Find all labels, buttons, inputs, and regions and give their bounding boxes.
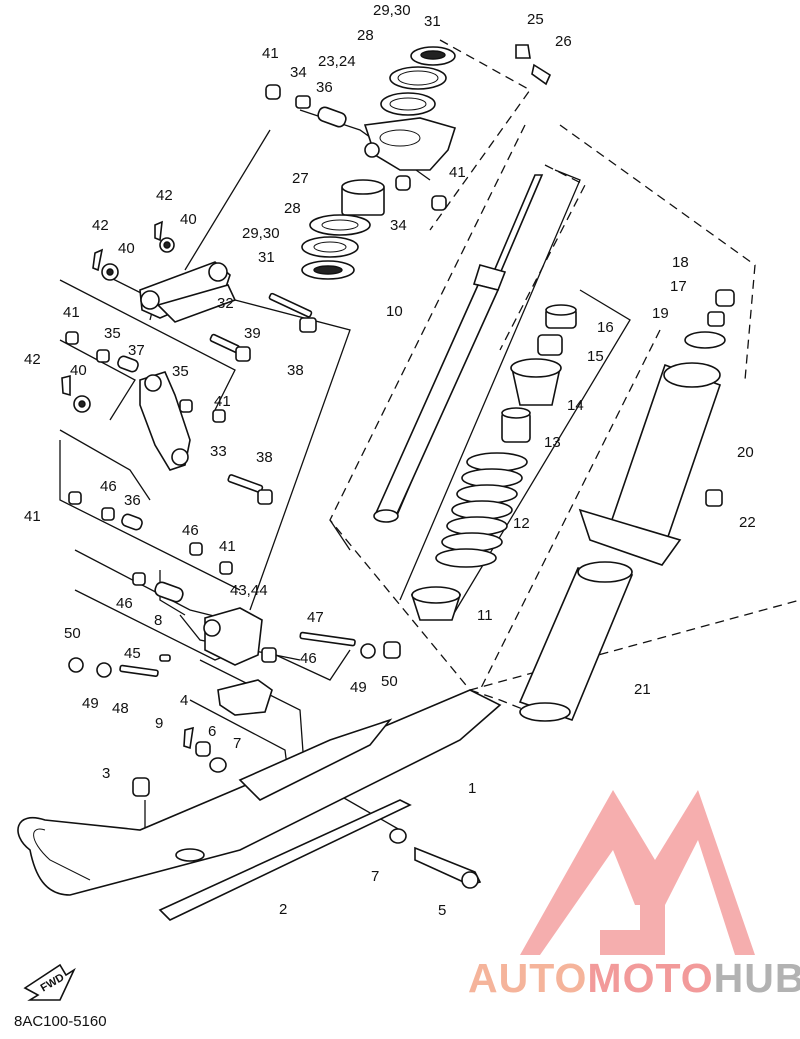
callout-label: 13: [544, 434, 561, 451]
callout-label: 1: [468, 780, 476, 797]
callout-label: 40: [70, 362, 87, 379]
shock-covers: [518, 289, 735, 722]
callout-label: 37: [128, 342, 145, 359]
callout-label: 16: [597, 319, 614, 336]
watermark-hub: HUB: [713, 955, 800, 1001]
shock-absorber: [373, 174, 577, 523]
callout-label: 2: [279, 901, 287, 918]
callout-label: 6: [208, 723, 216, 740]
callout-label: 41: [214, 393, 231, 410]
callout-label: 26: [555, 33, 572, 50]
callout-label: 42: [156, 187, 173, 204]
callout-label: 7: [371, 868, 379, 885]
callout-label: 39: [244, 325, 261, 342]
callout-label: 15: [587, 348, 604, 365]
callout-label: 5: [438, 902, 446, 919]
ski: [17, 689, 502, 921]
callout-label: 11: [477, 607, 493, 624]
callout-label: 22: [739, 514, 756, 531]
callout-label: 34: [290, 64, 307, 81]
catalog-number: 8AC100-5160: [14, 1013, 107, 1030]
callout-label: 40: [180, 211, 197, 228]
callout-label: 46: [116, 595, 133, 612]
watermark-auto: AUTO: [468, 955, 588, 1001]
callout-label: 46: [100, 478, 117, 495]
linkage-arms: [61, 220, 317, 603]
watermark-moto: MOTO: [587, 955, 714, 1001]
group-outlines: [329, 39, 800, 711]
callout-label: 12: [513, 515, 530, 532]
callout-label: 8: [154, 612, 162, 629]
callout-label: 29,30: [242, 225, 280, 242]
automotohub-logo-icon: [520, 790, 755, 955]
callout-label: 31: [424, 13, 441, 30]
callout-labels: 29,30 31 25 26 28 41 34 36 23,24 41 27 3…: [24, 2, 756, 919]
callout-label: 34: [390, 217, 407, 234]
callout-label: 50: [381, 673, 398, 690]
callout-label: 31: [258, 249, 275, 266]
automotohub-watermark: AUTOMOTOHUB: [468, 955, 800, 1002]
callout-label: 36: [316, 79, 333, 96]
callout-label: 49: [82, 695, 99, 712]
callout-label: 38: [287, 362, 304, 379]
callout-label: 28: [284, 200, 301, 217]
callout-label: 19: [652, 305, 669, 322]
callout-label: 32: [217, 295, 234, 312]
upper-mount-parts: [265, 44, 552, 280]
callout-label: 20: [737, 444, 754, 461]
callout-label: 10: [386, 303, 403, 320]
callout-label: 3: [102, 765, 110, 782]
callout-label: 42: [24, 351, 41, 368]
callout-label: 46: [182, 522, 199, 539]
callout-label: 35: [104, 325, 121, 342]
callout-label: 36: [124, 492, 141, 509]
callout-label: 27: [292, 170, 309, 187]
callout-label: 18: [672, 254, 689, 271]
callout-label: 23,24: [318, 53, 356, 70]
callout-label: 41: [449, 164, 466, 181]
callout-label: 33: [210, 443, 227, 460]
callout-label: 42: [92, 217, 109, 234]
callout-label: 21: [634, 681, 651, 698]
callout-label: 9: [155, 715, 163, 732]
callout-label: 35: [172, 363, 189, 380]
callout-label: 40: [118, 240, 135, 257]
callout-label: 4: [180, 692, 188, 709]
callout-label: 48: [112, 700, 129, 717]
callout-label: 25: [527, 11, 544, 28]
callout-label: 41: [63, 304, 80, 321]
callout-label: 28: [357, 27, 374, 44]
callout-label: 46: [300, 650, 317, 667]
coil-spring: [410, 452, 528, 621]
callout-label: 43,44: [230, 582, 268, 599]
callout-label: 7: [233, 735, 241, 752]
callout-label: 41: [219, 538, 236, 555]
fwd-arrow-icon: FWD: [23, 963, 76, 1001]
callout-label: 41: [24, 508, 41, 525]
callout-label: 17: [670, 278, 687, 295]
callout-label: 47: [307, 609, 324, 626]
callout-label: 50: [64, 625, 81, 642]
pivot-bracket: [68, 607, 407, 844]
callout-label: 49: [350, 679, 367, 696]
callout-label: 45: [124, 645, 141, 662]
callout-label: 41: [262, 45, 279, 62]
callout-label: 14: [567, 397, 584, 414]
assembly-lines: [59, 109, 431, 841]
callout-label: 38: [256, 449, 273, 466]
callout-label: 29,30: [373, 2, 411, 19]
